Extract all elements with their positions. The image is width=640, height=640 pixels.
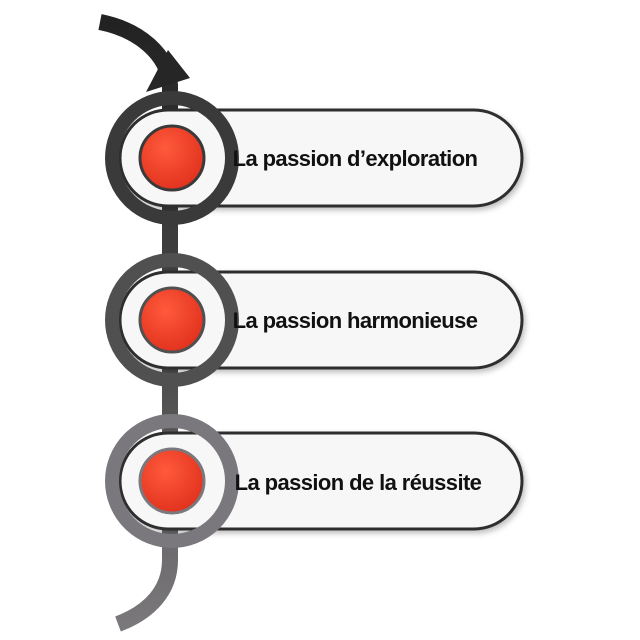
arrow-head-icon: [146, 50, 190, 92]
step-1-ring: [105, 91, 239, 225]
timeline-spine: [98, 14, 178, 632]
step-2-dot: [138, 286, 206, 354]
step-1-dot: [138, 124, 206, 192]
step-3-dot: [138, 447, 206, 515]
step-1-label: La passion d’exploration: [233, 146, 478, 171]
step-3-label: La passion de la réussite: [235, 470, 482, 495]
step-3-ring: [105, 414, 239, 548]
step-2-label: La passion harmonieuse: [233, 308, 478, 333]
step-2-ring: [105, 253, 239, 387]
